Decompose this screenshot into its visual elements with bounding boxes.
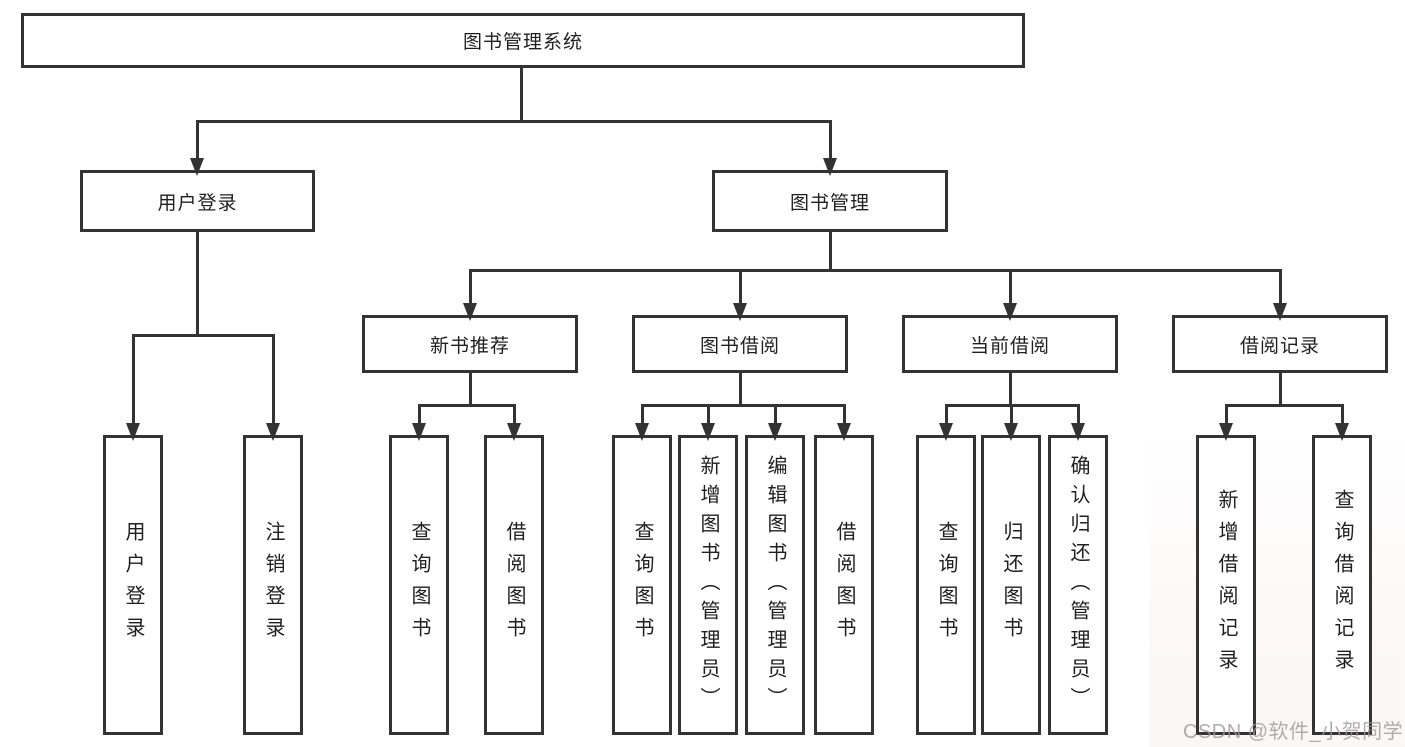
connector-line <box>1279 373 1282 407</box>
node-current-borrow: 当前借阅 <box>902 315 1118 373</box>
connector-line <box>520 68 523 123</box>
node-label: 查询图书 <box>631 521 653 649</box>
node-recommend-query-books: 查询图书 <box>389 435 449 735</box>
connector-line <box>843 404 846 435</box>
arrow-down-icon <box>1335 423 1349 441</box>
connector-line <box>196 232 199 337</box>
connector-line <box>945 404 948 435</box>
arrow-down-icon <box>1003 303 1017 321</box>
node-label: 图书管理系统 <box>462 32 583 53</box>
node-add-borrow-record: 新增借阅记录 <box>1196 435 1256 735</box>
node-current-query-books: 查询图书 <box>916 435 976 735</box>
connector-line <box>469 269 472 315</box>
node-book-borrow: 图书借阅 <box>632 315 848 373</box>
arrow-down-icon <box>1219 423 1233 441</box>
node-borrow-borrow-books: 借阅图书 <box>814 435 874 735</box>
connector-line <box>196 120 832 123</box>
connector-line <box>469 269 1281 272</box>
arrow-down-icon <box>733 303 747 321</box>
connector-line <box>272 334 275 435</box>
connector-line <box>418 404 421 435</box>
node-label: 当前借阅 <box>969 335 1050 357</box>
arrow-down-icon <box>1273 303 1287 321</box>
connector-line <box>829 232 832 272</box>
arrow-down-icon <box>939 423 953 441</box>
connector-line <box>513 404 516 435</box>
node-label: 确认归还（管理员） <box>1067 454 1089 716</box>
node-label: 图书管理 <box>789 192 870 214</box>
node-label: 查询图书 <box>935 521 957 649</box>
connector-line <box>829 120 832 170</box>
arrow-down-icon <box>823 158 837 176</box>
connector-line <box>1077 404 1080 435</box>
node-book-management: 图书管理 <box>712 170 948 232</box>
arrow-down-icon <box>507 423 521 441</box>
node-label: 用户登录 <box>157 192 238 214</box>
arrow-down-icon <box>126 423 140 441</box>
connector-line <box>1010 404 1013 435</box>
connector-line <box>469 373 472 407</box>
node-root-library-management-system: 图书管理系统 <box>21 13 1025 68</box>
connector-line <box>641 404 845 407</box>
connector-line <box>1009 373 1012 407</box>
connector-line <box>1225 404 1228 435</box>
connector-line <box>739 373 742 407</box>
node-label: 图书借阅 <box>699 335 780 357</box>
connector-line <box>1341 404 1344 435</box>
connector-line <box>1279 269 1282 315</box>
node-return-books: 归还图书 <box>981 435 1041 735</box>
node-label: 新增借阅记录 <box>1215 489 1237 681</box>
node-borrow-records: 借阅记录 <box>1172 315 1388 373</box>
arrow-down-icon <box>768 423 782 441</box>
connector-line <box>1009 269 1012 315</box>
arrow-down-icon <box>190 158 204 176</box>
node-label: 新增图书（管理员） <box>697 454 719 716</box>
connector-line <box>132 334 135 435</box>
connector-line <box>707 404 710 435</box>
node-label: 新书推荐 <box>429 335 510 357</box>
node-edit-books-admin: 编辑图书（管理员） <box>745 435 805 735</box>
node-label: 编辑图书（管理员） <box>764 454 786 716</box>
connector-line <box>774 404 777 435</box>
node-logout: 注销登录 <box>243 435 303 735</box>
arrow-down-icon <box>1071 423 1085 441</box>
node-label: 借阅图书 <box>503 521 525 649</box>
node-recommend-borrow-books: 借阅图书 <box>484 435 544 735</box>
connector-line <box>1225 404 1343 407</box>
arrow-down-icon <box>463 303 477 321</box>
connector-line <box>739 269 742 315</box>
node-confirm-return-admin: 确认归还（管理员） <box>1048 435 1108 735</box>
node-label: 归还图书 <box>1000 521 1022 649</box>
node-add-books-admin: 新增图书（管理员） <box>678 435 738 735</box>
arrow-down-icon <box>1004 423 1018 441</box>
arrow-down-icon <box>266 423 280 441</box>
arrow-down-icon <box>837 423 851 441</box>
arrow-down-icon <box>635 423 649 441</box>
node-label: 查询图书 <box>408 521 430 649</box>
node-query-borrow-record: 查询借阅记录 <box>1312 435 1372 735</box>
node-label: 注销登录 <box>262 521 284 649</box>
node-borrow-query-books: 查询图书 <box>612 435 672 735</box>
arrow-down-icon <box>412 423 426 441</box>
connector-line <box>196 120 199 170</box>
node-label: 借阅记录 <box>1239 335 1320 357</box>
node-label: 查询借阅记录 <box>1331 489 1353 681</box>
connector-line <box>418 404 516 407</box>
node-user-login: 用户登录 <box>80 170 315 232</box>
connector-line <box>641 404 644 435</box>
node-new-book-recommend: 新书推荐 <box>362 315 578 373</box>
node-login: 用户登录 <box>103 435 163 735</box>
connector-line <box>132 334 274 337</box>
arrow-down-icon <box>701 423 715 441</box>
csdn-watermark: CSDN @软件_小贺同学 <box>1183 721 1404 743</box>
node-label: 用户登录 <box>122 521 144 649</box>
node-label: 借阅图书 <box>833 521 855 649</box>
